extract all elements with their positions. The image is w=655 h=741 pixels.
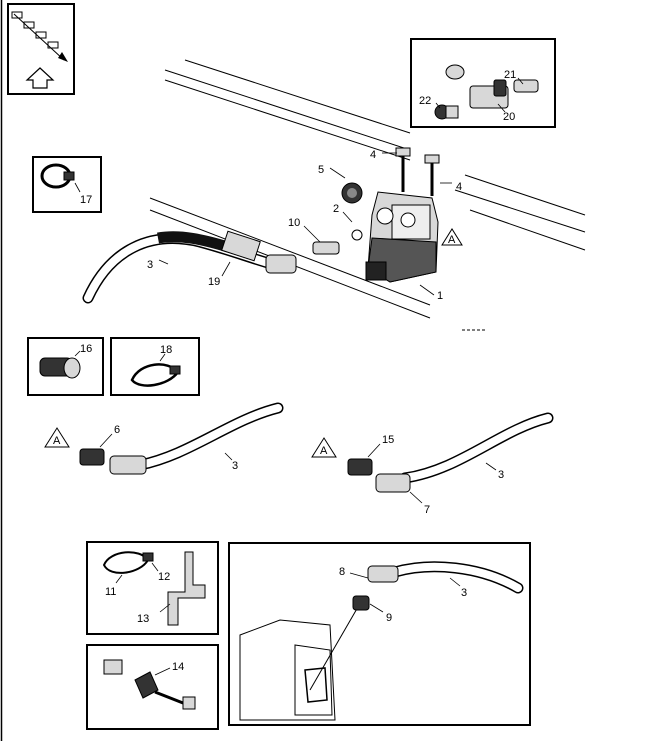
valve-assembly [365, 191, 439, 283]
callout-12: 12 [158, 571, 170, 583]
clamp-inset-18: 18 [110, 337, 200, 396]
callout-10: 10 [288, 217, 300, 229]
seal-22 [434, 104, 459, 120]
fitting-top-inset [445, 64, 465, 80]
bolt-4-right [424, 154, 440, 196]
callout-1: 1 [437, 290, 443, 302]
marker-a-valve-label: A [448, 234, 456, 246]
fitting-inset-16: 16 [27, 337, 104, 396]
callout-13: 13 [137, 613, 149, 625]
callout-18: 18 [160, 344, 172, 356]
plug-21 [513, 79, 539, 93]
callout-6: 6 [114, 424, 120, 436]
marker-a-left-label: A [53, 435, 61, 447]
callout-11: 11 [105, 586, 116, 598]
marker-a-right-label: A [320, 445, 328, 457]
callout-7: 7 [424, 504, 430, 516]
callout-19: 19 [208, 276, 220, 288]
callout-14: 14 [172, 661, 184, 673]
vehicle-orientation-arrow-icon [11, 11, 68, 89]
bracket-inset: 12 11 13 [86, 541, 219, 635]
callout-8: 8 [339, 566, 345, 578]
washer-2 [351, 229, 363, 241]
callout-17: 17 [80, 194, 92, 206]
callout-22: 22 [419, 95, 431, 107]
callout-3-right: 3 [498, 469, 504, 481]
callout-3-left: 3 [232, 460, 238, 472]
clip-inset-14: 14 [86, 644, 219, 730]
hose-3-main [82, 230, 297, 304]
installation-view-inset: 8 9 3 [228, 542, 531, 726]
callout-9: 9 [386, 612, 392, 624]
clamp-inset-17: 17 [32, 156, 102, 213]
callout-16: 16 [80, 343, 92, 355]
callout-2: 2 [333, 203, 339, 215]
marker-a-valve: A [441, 228, 463, 246]
callout-15: 15 [382, 434, 394, 446]
bolt-4-left [395, 147, 411, 192]
hose-assembly-15 [347, 412, 554, 493]
callout-20: 20 [503, 111, 515, 123]
marker-a-right: A [311, 437, 337, 458]
hose-assembly-6 [79, 402, 284, 475]
grommet-5 [341, 182, 363, 204]
connector-detail-inset: 21 22 20 [410, 38, 556, 128]
callout-5: 5 [318, 164, 324, 176]
callout-21: 21 [504, 69, 516, 81]
callout-4-left: 4 [370, 149, 376, 161]
fitting-10 [312, 241, 340, 255]
callout-3-main: 3 [147, 259, 153, 271]
orientation-inset [7, 3, 75, 95]
marker-a-left: A [44, 427, 70, 448]
callout-3-install: 3 [461, 587, 467, 599]
connector-20 [469, 79, 509, 109]
callout-4-right: 4 [456, 181, 462, 193]
